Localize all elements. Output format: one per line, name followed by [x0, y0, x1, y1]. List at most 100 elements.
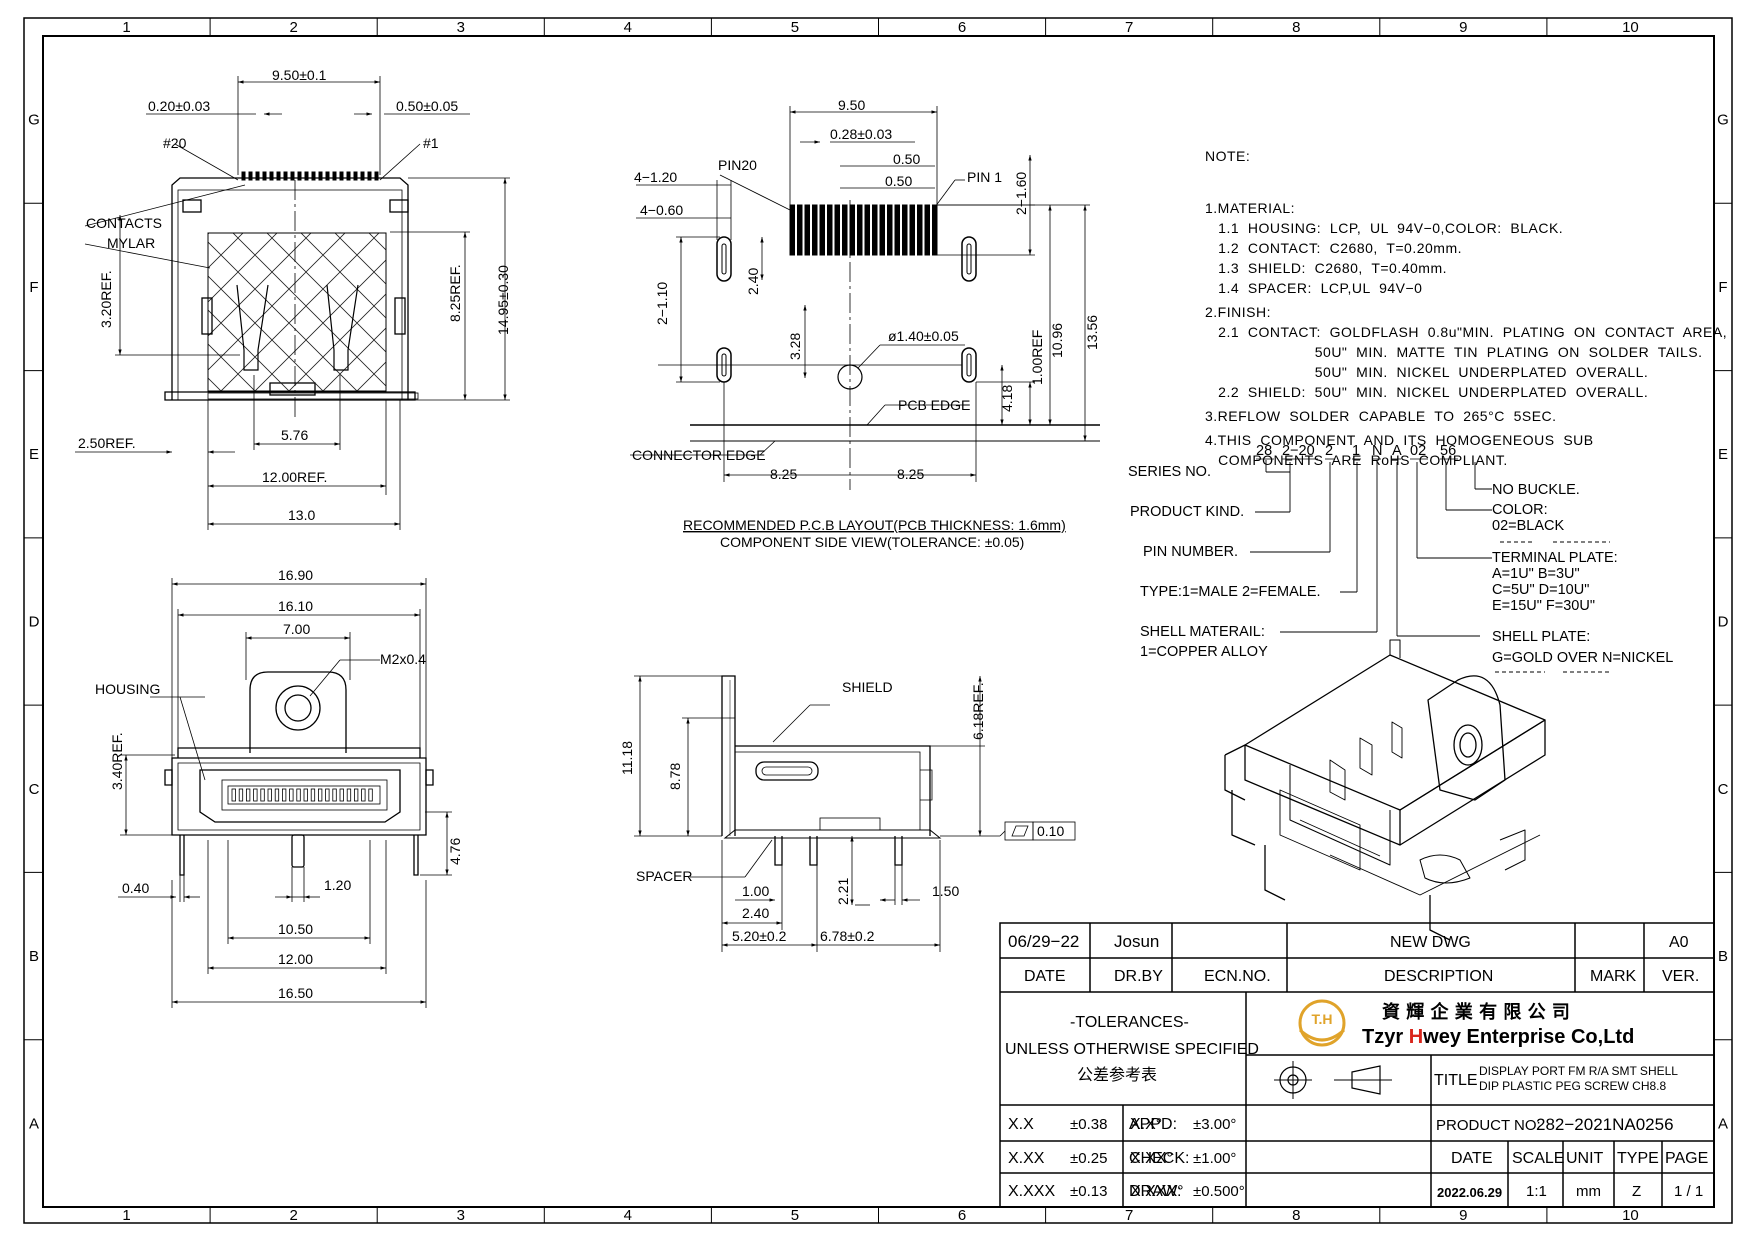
company-name-en: Tzyr Hwey Enterprise Co,Ltd	[1362, 1026, 1634, 1048]
frame-col-label: 6	[958, 19, 966, 36]
frame-row-label: E	[29, 446, 39, 463]
h-drby: DR.BY	[1114, 968, 1163, 985]
v-date: 2022.06.29	[1437, 1185, 1502, 1200]
shell-plate-label: SHELL PLATE:	[1492, 629, 1590, 645]
contact-pin	[353, 788, 359, 802]
notes-title: NOTE:	[1205, 148, 1251, 164]
side-view	[634, 675, 1076, 952]
frame-row-label: C	[29, 781, 40, 798]
contact-pin	[310, 788, 316, 802]
part-code-segment: 56	[1440, 443, 1456, 459]
note-line: 2.1 CONTACT: GOLDFLASH 0.8u"MIN. PLATING…	[1205, 324, 1728, 340]
frame-row-label: F	[29, 279, 38, 296]
contact-pin	[290, 171, 295, 181]
frame-row-label: G	[28, 112, 40, 129]
frame-row-label: D	[1718, 614, 1729, 631]
rev-date: 06/29−22	[1008, 932, 1079, 951]
frame-col-label: 5	[791, 1207, 799, 1224]
f-date: DATE	[1451, 1150, 1492, 1167]
contact-pin	[317, 788, 323, 802]
frame-col-label: 5	[791, 19, 799, 36]
frame-col-label: 10	[1622, 1207, 1639, 1224]
contact-pin	[238, 788, 244, 802]
pcb-caption-1: RECOMMENDED P.C.B LAYOUT(PCB THICKNESS: …	[683, 517, 1066, 533]
company-logo: T.H	[1298, 999, 1346, 1047]
dim-050b: 0.50	[885, 173, 912, 189]
title-label: TITLE	[1434, 1072, 1478, 1089]
frame-row-label: G	[1717, 112, 1729, 129]
frame-row-label: F	[1718, 279, 1727, 296]
part-code-segment: 1	[1352, 443, 1360, 459]
tol-val-linear: ±0.13	[1070, 1183, 1107, 1200]
contact-pin	[281, 788, 287, 802]
f-page: PAGE	[1665, 1150, 1708, 1167]
contact-pin	[267, 788, 272, 802]
v-page: 1 / 1	[1674, 1183, 1703, 1200]
title-line-1: DISPLAY PORT FM R/A SMT SHELL	[1479, 1064, 1678, 1078]
frame-row-label: D	[29, 614, 40, 631]
f-type: TYPE	[1617, 1150, 1659, 1167]
pin1-label: #1	[423, 135, 439, 151]
h-date: DATE	[1024, 968, 1065, 985]
v-type: Z	[1632, 1183, 1641, 1200]
color-value: 02=BLACK	[1492, 518, 1564, 534]
dim-pitch-right: 0.50±0.05	[396, 98, 458, 114]
smt-pad	[857, 204, 863, 256]
contact-pin	[253, 788, 258, 802]
rev-by: Josun	[1114, 932, 1159, 951]
mylar-label: MYLAR	[107, 235, 155, 251]
smt-pad	[827, 204, 833, 256]
dim-825: 8.25REF.	[447, 264, 463, 322]
contact-pin	[260, 788, 265, 802]
note-line: 1.3 SHIELD: C2680, T=0.40mm.	[1205, 260, 1448, 276]
smt-pad	[917, 204, 923, 256]
note-line: COMPONENTS ARE RoHS COMPLIANT.	[1205, 452, 1508, 468]
check-label: CHECK:	[1129, 1150, 1189, 1167]
contact-pin	[325, 171, 330, 181]
contact-pin	[353, 171, 358, 181]
frame-ticks	[24, 18, 1732, 1223]
note-line: 3.REFLOW SOLDER CAPABLE TO 265°C 5SEC.	[1205, 408, 1557, 424]
smt-pad	[849, 204, 855, 256]
notes-lines: 1.MATERIAL: 1.1 HOUSING: LCP, UL 94V−0,C…	[1205, 200, 1727, 468]
contact-pin	[318, 171, 323, 181]
smt-pad	[879, 204, 885, 256]
note-line: 1.MATERIAL:	[1205, 200, 1296, 216]
smt-pad	[834, 204, 840, 256]
tol-val-linear: ±0.38	[1070, 1116, 1107, 1133]
type-label: TYPE:1=MALE 2=FEMALE.	[1140, 584, 1321, 600]
f-scale: SCALE	[1512, 1150, 1564, 1167]
pcb-layout-labels: 9.50 0.28±0.03 0.50 0.50 PIN20 PIN 1 4−1…	[632, 97, 1100, 550]
front-view-labels: 9.50±0.1 0.20±0.03 0.50±0.05 #20 #1 CONT…	[78, 67, 511, 523]
contact-pin	[269, 171, 274, 181]
part-code-segment: 2−20	[1282, 443, 1315, 459]
h-desc: DESCRIPTION	[1384, 968, 1493, 985]
dim-320: 3.20REF.	[98, 270, 114, 328]
tol-val-angle: ±0.500°	[1193, 1183, 1245, 1200]
dim-150: 1.50	[932, 883, 959, 899]
part-code-segment: A	[1392, 443, 1402, 459]
pcb-edge-label: PCB EDGE	[898, 397, 970, 413]
dim-476: 4.76	[447, 838, 463, 865]
tol-val-angle: ±3.00°	[1193, 1116, 1236, 1133]
frame-col-label: 9	[1459, 19, 1467, 36]
part-code-diagram	[1250, 460, 1610, 673]
terminal-plate-label: TERMINAL PLATE:	[1492, 550, 1618, 566]
product-kind-label: PRODUCT KIND.	[1130, 504, 1244, 520]
terminal-plate-3: E=15U" F=30U"	[1492, 598, 1595, 614]
tolerances-title: -TOLERANCES-	[1070, 1014, 1189, 1031]
contact-pin	[274, 788, 280, 802]
rev-desc: NEW DWG	[1390, 934, 1471, 951]
dim-328: 3.28	[787, 333, 803, 360]
part-code-segment: 02	[1410, 443, 1426, 459]
draw-label: DRAW:	[1129, 1183, 1181, 1200]
dim-340: 3.40REF.	[109, 732, 125, 790]
no-buckle-label: NO BUCKLE.	[1492, 482, 1580, 498]
series-label: SERIES NO.	[1128, 464, 1211, 480]
smt-pad	[789, 204, 795, 256]
h-ver: VER.	[1662, 968, 1699, 985]
note-line: 1.2 CONTACT: C2680, T=0.20mm.	[1205, 240, 1463, 256]
shell-material-label: SHELL MATERAIL:	[1140, 624, 1265, 640]
dim-1650: 16.50	[278, 985, 313, 1001]
dim-1200: 12.00REF.	[262, 469, 327, 485]
